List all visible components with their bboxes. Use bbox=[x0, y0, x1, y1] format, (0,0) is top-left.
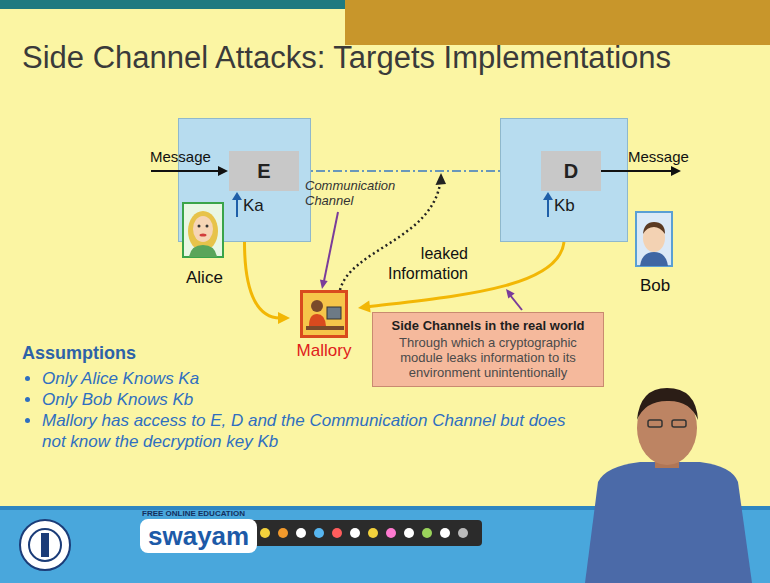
assumptions-heading: Assumptions bbox=[22, 343, 136, 364]
attacker-icon bbox=[300, 290, 348, 338]
logo-wordmark: swayam bbox=[140, 519, 257, 553]
person-name: Bob bbox=[640, 276, 670, 296]
leak-label: leaked Information bbox=[388, 245, 468, 282]
decrypt-label: D bbox=[564, 160, 578, 183]
arrowhead bbox=[278, 312, 290, 324]
channel-label: Communication Channel bbox=[305, 178, 405, 208]
label-holder: leaked Information bbox=[372, 244, 468, 284]
side-channel-note: Side Channels in the real worldThrough w… bbox=[372, 312, 604, 387]
assumption-item: Only Bob Knows Kb bbox=[42, 389, 572, 410]
slide-title: Side Channel Attacks: Targets Implementa… bbox=[22, 40, 671, 76]
sender-box: Ka E bbox=[178, 118, 311, 242]
key-label: Kb bbox=[554, 196, 575, 216]
connector bbox=[245, 242, 281, 318]
attacker-node: Mallory bbox=[290, 290, 358, 361]
decrypt-box: D bbox=[541, 151, 601, 191]
person-name: Alice bbox=[186, 268, 223, 288]
message-label: Message bbox=[150, 148, 211, 165]
receiver-box: Kb D bbox=[500, 118, 628, 242]
assumption-item: Only Alice Knows Ka bbox=[42, 368, 572, 389]
note-heading: Side Channels in the real world bbox=[377, 318, 599, 334]
encrypt-label: E bbox=[257, 160, 270, 183]
note-body: Through which a cryptographic module lea… bbox=[377, 335, 599, 380]
assumption-item: Mallory has access to E, D and the Commu… bbox=[42, 410, 572, 452]
connector bbox=[299, 170, 533, 172]
message-label: Message bbox=[628, 148, 689, 165]
connector bbox=[368, 242, 564, 307]
attacker-name: Mallory bbox=[290, 341, 358, 361]
assumption-list: Only Alice Knows KaOnly Bob Knows KbMall… bbox=[22, 368, 572, 452]
encrypt-box: E bbox=[229, 151, 299, 191]
logo-tagline: FREE ONLINE EDUCATION bbox=[142, 509, 245, 518]
arrowhead bbox=[358, 301, 371, 313]
key-label: Ka bbox=[243, 196, 264, 216]
